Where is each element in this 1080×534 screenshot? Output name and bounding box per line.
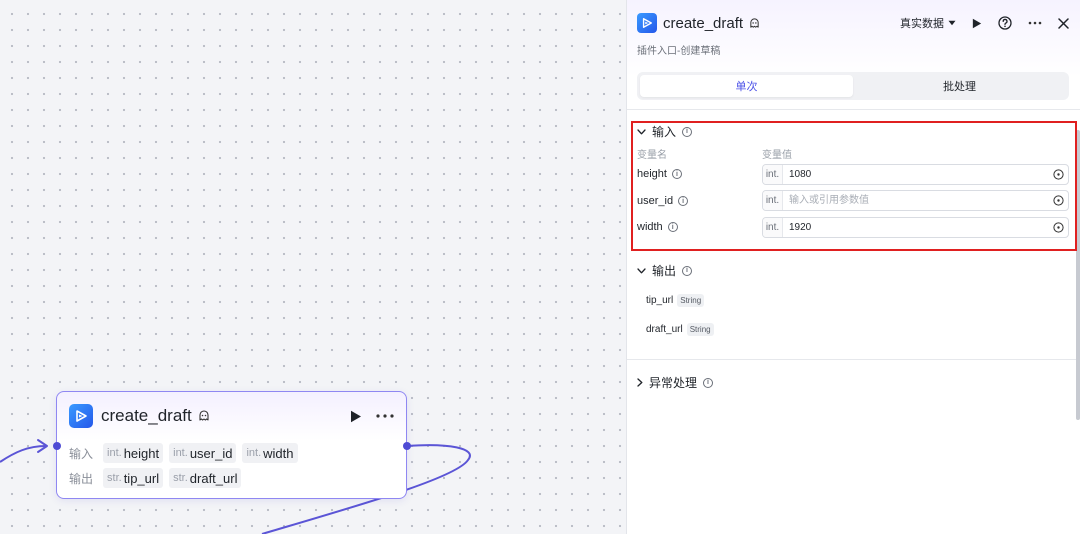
panel-more-button[interactable] <box>1028 21 1042 25</box>
data-mode-select[interactable]: 真实数据 <box>900 15 956 31</box>
output-section-title: 输出 <box>652 264 677 278</box>
workflow-node-create-draft[interactable]: create_draft 输入 int.height int.user_id i… <box>56 391 407 499</box>
data-mode-label: 真实数据 <box>900 18 944 30</box>
node-output-chip: str.tip_url <box>103 468 164 488</box>
column-header-value: 变量值 <box>762 150 792 161</box>
plugin-logo-icon <box>637 13 657 33</box>
section-divider <box>627 359 1080 360</box>
type-tag: String <box>677 294 705 307</box>
input-section-title: 输入 <box>652 125 677 139</box>
node-output-label: 输出 <box>69 471 94 486</box>
run-mode-tabs: 单次 批处理 <box>637 72 1069 100</box>
reference-button[interactable] <box>1048 169 1068 180</box>
node-input-port[interactable] <box>53 442 61 450</box>
panel-header: create_draft 真实数据 <box>627 0 1080 110</box>
column-header-name: 变量名 <box>637 150 667 161</box>
reference-icon <box>1052 195 1064 206</box>
output-row-draft-url: draft_url String <box>646 323 714 336</box>
reference-button[interactable] <box>1048 195 1068 206</box>
play-icon <box>351 410 361 422</box>
panel-title: create_draft <box>663 14 744 32</box>
node-input-label: 输入 <box>69 446 94 461</box>
close-icon <box>1058 17 1069 29</box>
node-header: create_draft <box>69 404 394 428</box>
ghost-icon <box>749 17 760 29</box>
help-icon <box>998 16 1012 30</box>
chevron-down-icon <box>637 128 646 134</box>
width-input[interactable] <box>783 218 1048 237</box>
node-title: create_draft <box>101 406 192 425</box>
panel-subtitle: 插件入口-创建草稿 <box>637 46 721 57</box>
type-tag: String <box>686 323 714 336</box>
output-section-toggle[interactable]: 输出 i <box>637 262 693 279</box>
run-node-button[interactable] <box>350 410 362 423</box>
info-icon[interactable]: i <box>671 169 682 179</box>
chevron-right-icon <box>637 378 643 387</box>
error-section-title: 异常处理 <box>649 376 698 390</box>
width-value-field: int. <box>762 217 1069 238</box>
node-output-row: 输出 str.tip_url str.draft_url <box>69 468 242 488</box>
node-test-panel: create_draft 真实数据 <box>626 0 1080 534</box>
info-icon[interactable]: i <box>703 377 714 388</box>
info-icon[interactable]: i <box>682 126 693 137</box>
panel-scrollbar[interactable] <box>1076 130 1080 420</box>
height-input[interactable] <box>783 165 1048 184</box>
reference-icon <box>1052 222 1064 233</box>
incoming-edge[interactable] <box>0 445 47 463</box>
node-input-chip: int.height <box>103 443 164 463</box>
output-row-tip-url: tip_url String <box>646 294 705 307</box>
field-type-badge: int. <box>763 218 783 237</box>
tab-batch[interactable]: 批处理 <box>943 81 976 93</box>
plugin-logo-icon <box>69 404 93 428</box>
tab-single[interactable]: 单次 <box>640 75 853 97</box>
more-icon <box>1028 21 1042 25</box>
field-type-badge: int. <box>763 165 783 184</box>
height-value-field: int. <box>762 164 1069 185</box>
header-divider <box>627 109 1080 110</box>
field-type-badge: int. <box>763 191 783 210</box>
info-icon[interactable]: i <box>667 222 678 232</box>
more-icon <box>376 414 394 418</box>
play-icon <box>972 18 982 28</box>
input-section-toggle[interactable]: 输入 i <box>637 123 693 140</box>
error-section-toggle[interactable]: 异常处理 i <box>637 374 714 391</box>
run-test-button[interactable] <box>972 18 982 29</box>
user-id-input[interactable] <box>783 191 1048 210</box>
reference-icon <box>1052 169 1064 180</box>
user-id-value-field: int. <box>762 190 1069 211</box>
help-button[interactable] <box>998 16 1012 30</box>
caret-down-icon <box>948 20 956 26</box>
close-panel-button[interactable] <box>1058 17 1069 29</box>
info-icon[interactable]: i <box>678 196 689 206</box>
node-input-row: 输入 int.height int.user_id int.width <box>69 443 298 463</box>
reference-button[interactable] <box>1048 222 1068 233</box>
ghost-icon <box>198 410 210 422</box>
node-input-chip: int.width <box>242 443 298 463</box>
node-output-port[interactable] <box>403 442 411 450</box>
node-input-chip: int.user_id <box>169 443 237 463</box>
node-output-chip: str.draft_url <box>169 468 242 488</box>
incoming-edge-arrow <box>37 439 48 453</box>
node-more-button[interactable] <box>376 414 394 418</box>
chevron-down-icon <box>637 267 646 273</box>
info-icon[interactable]: i <box>682 265 693 276</box>
